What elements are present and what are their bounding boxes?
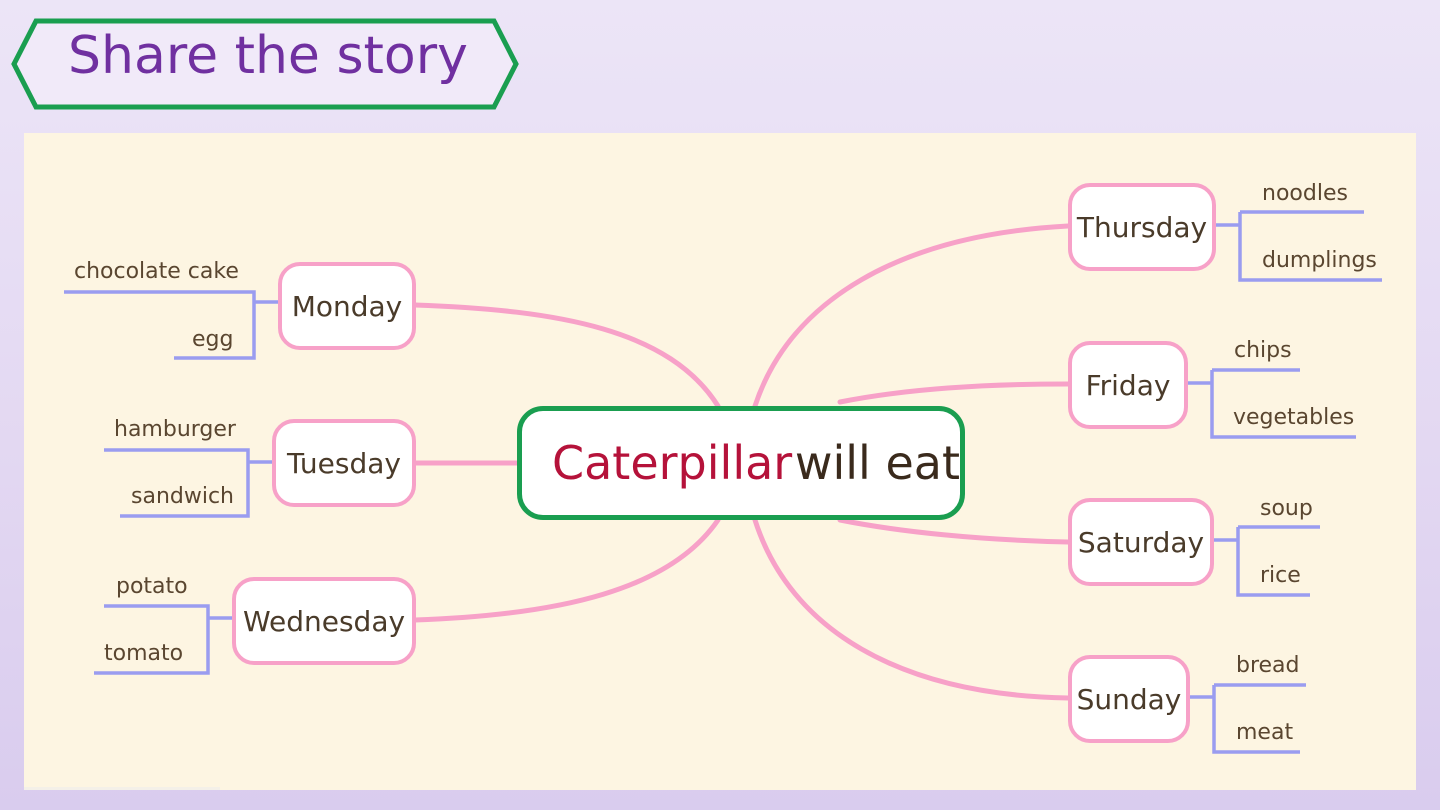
bracket-saturday	[1212, 525, 1320, 597]
bracket-thursday	[1214, 210, 1382, 282]
connector-sunday	[752, 517, 1071, 701]
center-node: Caterpillar will eat	[517, 406, 965, 520]
food-label-thursday-1: noodles	[1262, 181, 1348, 206]
bracket-tuesday	[104, 448, 272, 518]
food-label-saturday-1: soup	[1260, 496, 1313, 521]
day-node-wednesday: Wednesday	[232, 577, 416, 665]
food-label-thursday-2: dumplings	[1262, 248, 1377, 273]
food-label-tuesday-1: hamburger	[114, 417, 236, 442]
center-highlight: Caterpillar	[552, 436, 793, 490]
page-title: Share the story	[68, 26, 468, 86]
panel-corner-mark	[24, 787, 220, 790]
bracket-sunday	[1188, 683, 1306, 754]
connector-thursday	[752, 223, 1071, 409]
bracket-monday	[64, 290, 278, 360]
food-label-saturday-2: rice	[1260, 563, 1301, 588]
food-label-monday-1: chocolate cake	[74, 259, 239, 284]
food-label-sunday-2: meat	[1236, 720, 1294, 745]
food-label-wednesday-1: potato	[116, 574, 188, 599]
food-label-friday-2: vegetables	[1233, 405, 1355, 430]
food-label-sunday-1: bread	[1236, 653, 1300, 678]
food-label-friday-1: chips	[1234, 338, 1292, 363]
title-banner	[11, 18, 519, 110]
connector-saturday	[837, 517, 1071, 545]
bracket-wednesday	[94, 604, 232, 675]
day-node-thursday: Thursday	[1068, 183, 1216, 271]
connector-wednesday	[412, 517, 721, 623]
day-node-friday: Friday	[1068, 341, 1188, 429]
center-text: will eat	[794, 436, 960, 490]
food-label-monday-2: egg	[192, 327, 234, 352]
day-node-monday: Monday	[278, 262, 416, 350]
day-node-tuesday: Tuesday	[272, 419, 416, 507]
connector-monday	[412, 302, 721, 409]
day-node-sunday: Sunday	[1068, 655, 1190, 743]
connector-friday	[837, 381, 1071, 405]
food-label-tuesday-2: sandwich	[131, 484, 234, 509]
food-label-wednesday-2: tomato	[104, 641, 184, 666]
bracket-friday	[1186, 368, 1356, 439]
day-node-saturday: Saturday	[1068, 498, 1214, 586]
